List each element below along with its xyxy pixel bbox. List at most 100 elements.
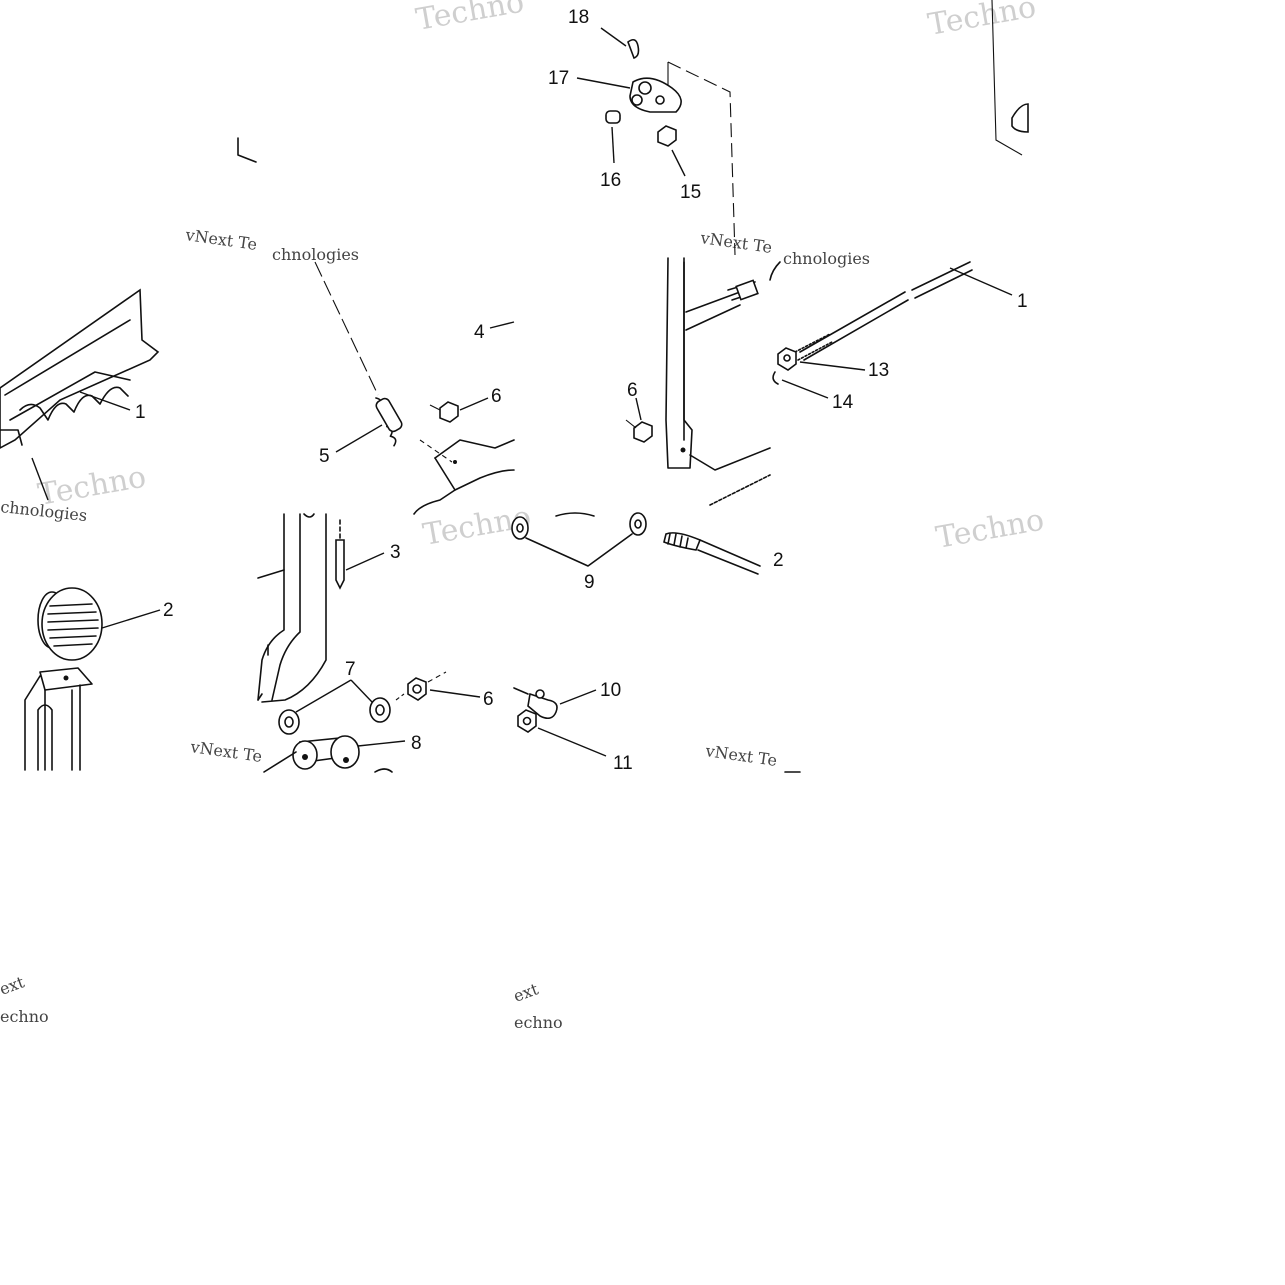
leader-17	[576, 77, 631, 89]
frame-outline	[667, 61, 736, 256]
pedal-arm-top	[434, 439, 515, 459]
nut-11-hole	[522, 716, 532, 726]
callout-6-top: 6	[491, 386, 502, 407]
watermark-ext-2: ext	[511, 979, 541, 1006]
foot-plate-lower	[9, 371, 131, 421]
watermark-echno-2: echno	[514, 1013, 563, 1032]
pedal-mount-top	[39, 667, 93, 691]
watermark-techno-mid-right: Techno	[933, 502, 1046, 555]
nut-6-top	[439, 401, 459, 423]
ball-joint-stud	[513, 687, 529, 695]
spring-axis	[314, 261, 379, 396]
watermark-layer: Techno Techno vNext Te vNext Te vNext Te…	[0, 0, 1047, 1032]
watermark-techno-mid-left: Techno	[35, 459, 148, 512]
watermark-vnext-3: vNext Te	[188, 737, 263, 766]
rod-thread-1	[794, 333, 833, 361]
tile-rod-assembly: 1 13 14	[772, 261, 1028, 413]
callout-15: 15	[680, 182, 701, 203]
leader-2-left	[101, 609, 161, 629]
washer-9-arc	[555, 512, 595, 517]
watermark-techno-top-right: Techno	[925, 0, 1038, 43]
callout-6-bottom: 6	[483, 689, 494, 710]
pedal-hole	[453, 460, 457, 464]
threaded-end-lines	[667, 533, 689, 549]
bushing-8-left-hole	[302, 754, 308, 760]
fragment-right-edge	[769, 261, 781, 281]
frame-tick	[257, 644, 269, 701]
leader-6-top	[459, 397, 489, 411]
watermark-vnext-4: vNext Te	[703, 741, 778, 770]
leader-14	[781, 379, 829, 399]
foot-plate-body	[0, 288, 160, 449]
fragment-top-left	[237, 137, 257, 163]
frame-cross	[257, 569, 285, 579]
callout-3: 3	[390, 542, 401, 563]
washer-9-right-hole	[634, 519, 642, 529]
pedal-arm	[413, 457, 456, 515]
leader-11	[537, 727, 607, 757]
callout-1-right: 1	[1017, 291, 1028, 312]
leader-13	[799, 361, 866, 371]
leader-18	[600, 27, 627, 47]
rod-1	[799, 291, 909, 361]
pedal-mount-hole	[63, 675, 69, 681]
watermark-chnologies-1: chnologies	[272, 245, 359, 264]
watermark-vnext-1: vNext Te	[183, 225, 258, 254]
frame-tube-outer	[257, 513, 285, 701]
frame-edge-right	[991, 0, 1023, 156]
pedal-arm-2	[454, 469, 515, 491]
washer-7-right-hole	[375, 704, 385, 716]
watermark-echno-1: echno	[0, 1007, 49, 1026]
tile-cable-ends: 9 2 10 11	[511, 512, 784, 774]
leader-8	[357, 740, 406, 747]
callout-2-left: 2	[163, 600, 174, 621]
rod-end	[735, 279, 759, 301]
bolt-fragment	[374, 768, 393, 773]
pedal-pad	[41, 587, 103, 661]
washer-9-left-hole	[516, 523, 524, 533]
watermark-vnext-2: vNext Te	[698, 228, 773, 257]
tile-pivot-assembly: 3 7 6 8	[257, 513, 494, 773]
washer-7-left-hole	[284, 716, 294, 728]
callout-5: 5	[319, 446, 330, 467]
tile-bracket-assembly: 18 17 16 15	[548, 7, 736, 256]
callout-2-right: 2	[773, 550, 784, 571]
nut-6-bottom-hole	[412, 684, 422, 694]
leader-6-mid	[635, 397, 642, 421]
leader-5	[335, 424, 383, 453]
pedal-pad-grip	[47, 603, 99, 647]
threaded-rod-2	[685, 304, 741, 331]
lever-base	[689, 447, 771, 471]
tile-top-right-fragment	[991, 0, 1029, 156]
rod-1-far	[911, 261, 973, 299]
callout-7: 7	[345, 659, 356, 680]
leader-1-left	[79, 391, 131, 411]
leader-6-bottom	[429, 689, 481, 698]
leader-7-left	[295, 679, 352, 713]
watermark-ext-1: ext	[0, 972, 27, 999]
callout-17: 17	[548, 68, 569, 89]
nut-6-mid	[633, 421, 653, 443]
callout-1-left: 1	[135, 402, 146, 423]
frame-tube-2	[261, 513, 327, 703]
frame-tube-inner	[271, 513, 301, 701]
nut-6-mid-axis	[625, 419, 637, 429]
bushing-16	[605, 110, 621, 124]
nut-6-axis	[429, 404, 441, 411]
tile-foot-plate: 1	[0, 288, 160, 501]
foot-plate-edge	[4, 319, 131, 396]
watermark-techno-top-left: Techno	[413, 0, 526, 38]
callout-16: 16	[600, 170, 621, 191]
bracket-hole	[638, 81, 652, 95]
nut-15	[657, 125, 677, 147]
leader-16	[611, 126, 615, 164]
watermark-chnologies-2: chnologies	[783, 249, 870, 268]
ball-joint-ball	[535, 689, 545, 699]
clip-18	[627, 38, 640, 60]
callout-10: 10	[600, 680, 621, 701]
leader-7-right	[350, 679, 373, 703]
callout-4: 4	[474, 322, 485, 343]
callout-18: 18	[568, 7, 589, 28]
callout-9: 9	[584, 572, 595, 593]
